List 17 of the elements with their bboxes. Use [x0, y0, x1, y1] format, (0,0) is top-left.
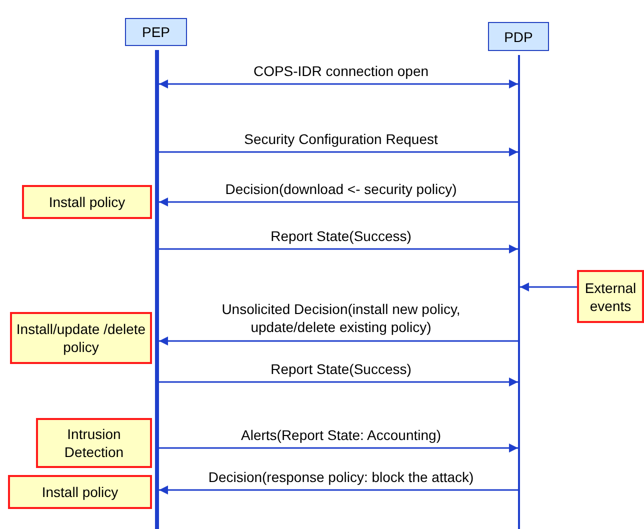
arrow	[159, 486, 518, 494]
note-box: Install policy	[22, 185, 152, 219]
arrow	[159, 444, 518, 452]
arrow	[520, 282, 577, 292]
note-box: External events	[577, 270, 644, 323]
arrow	[159, 378, 518, 386]
note-box: Install policy	[8, 475, 152, 509]
note-box: Install/update /delete policy	[10, 312, 152, 364]
note-box: Intrusion Detection	[36, 418, 152, 468]
arrow	[159, 244, 518, 254]
arrow	[159, 80, 518, 88]
message-label: Unsolicited Decision(install new policy, update/delete existing policy)	[220, 300, 462, 336]
arrow	[159, 148, 518, 156]
participant-box: PDP	[488, 22, 549, 51]
arrow	[159, 336, 518, 346]
participant-box: PEP	[125, 18, 187, 46]
arrow	[159, 198, 518, 206]
